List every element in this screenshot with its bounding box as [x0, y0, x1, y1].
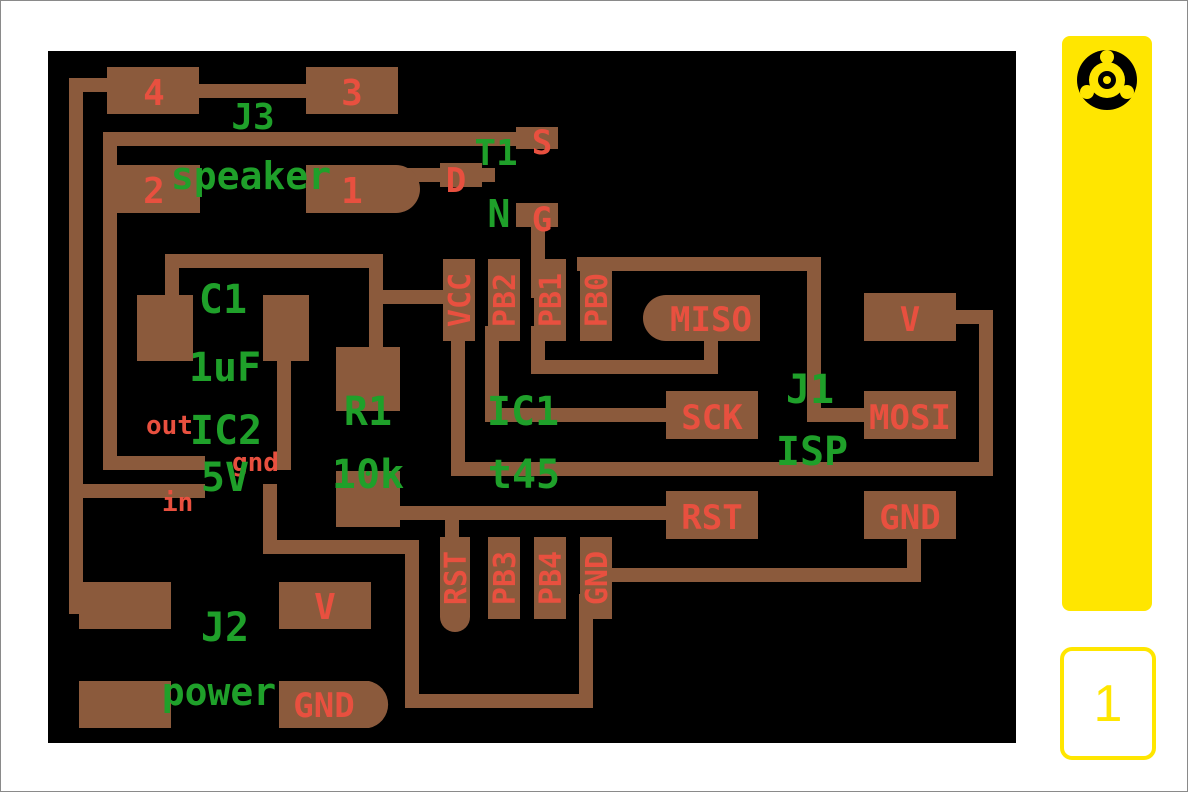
pad-label-ic1-pb4: PB4: [534, 551, 569, 605]
trace-t1-source-rail: [103, 132, 545, 470]
pad-label-ic2-in: in: [162, 488, 193, 518]
pad-j2-gnd: [279, 681, 389, 728]
pad-label-t1-d: D: [446, 161, 466, 201]
pad-ic1-rst: [440, 537, 470, 632]
pad-ic1-pb0: [580, 259, 612, 341]
pad-label-ic2-out: out: [146, 411, 193, 441]
pad-ic1-gnd: [580, 537, 612, 619]
pad-isp-gnd: [864, 491, 956, 539]
pad-r1-top: [336, 347, 400, 411]
pad-c1-left: [137, 295, 193, 361]
pad-label-ic1-pb3: PB3: [488, 551, 523, 605]
pad-label-isp-sck: SCK: [681, 398, 743, 438]
pad-t1-drain: [440, 163, 482, 187]
trace-ground-loop: [263, 484, 593, 708]
trace-pb2-to-sck: [485, 326, 675, 422]
pad-label-j3-1: 1: [341, 171, 363, 212]
label-j1: J1: [786, 367, 834, 413]
label-isp: ISP: [776, 429, 848, 475]
pad-label-ic1-pb2: PB2: [488, 273, 523, 327]
pad-ic1-pb4: [534, 537, 566, 619]
pad-label-j3-4: 4: [143, 73, 165, 114]
trace-c1-loop: [165, 254, 383, 368]
layer-number-button[interactable]: 1: [1060, 647, 1156, 760]
pad-ic1-pb3: [488, 537, 520, 619]
pad-label-isp-v: V: [900, 300, 920, 340]
trace-pb0-to-mosi: [577, 257, 875, 422]
pad-label-j2-gnd: GND: [293, 686, 354, 726]
label-ic2-value: 5V: [201, 455, 249, 501]
pad-isp-miso: [643, 295, 760, 341]
pad-label-ic2-gnd: gnd: [232, 448, 279, 478]
label-power: power: [162, 670, 276, 714]
pad-j3-2: [112, 165, 200, 213]
label-j2: J2: [201, 605, 249, 651]
trace-pb1-to-miso: [531, 319, 718, 374]
pad-r1-bottom: [336, 471, 400, 527]
copper-pads: [79, 67, 956, 728]
label-r1-value: 10k: [332, 452, 404, 498]
pad-label-t1-g: G: [532, 200, 552, 240]
trace-ic1-gnd-to-isp-gnd: [587, 534, 921, 582]
pcb-layout: 4 3 2 1 S D G VCC PB2 PB1 PB0 RST PB3 PB…: [69, 67, 993, 728]
label-n: N: [488, 192, 511, 236]
pad-isp-v: [864, 293, 956, 341]
pad-j2-2: [79, 681, 171, 728]
label-ic2: IC2: [190, 408, 262, 454]
pad-j2-v: [279, 582, 371, 629]
pad-isp-sck: [666, 391, 758, 439]
pad-label-isp-gnd: GND: [879, 498, 940, 538]
pad-label-ic1-gnd: GND: [580, 551, 615, 605]
pad-j3-3: [306, 67, 398, 114]
pad-label-isp-rst: RST: [681, 498, 742, 538]
pad-label-isp-miso: MISO: [670, 300, 752, 340]
label-t1: T1: [474, 133, 517, 174]
layer-number: 1: [1093, 674, 1123, 733]
pad-label-ic1-rst: RST: [439, 551, 474, 605]
pad-ic1-pb1: [534, 259, 566, 341]
pad-j3-4: [107, 67, 199, 114]
pad-label-t1-s: S: [532, 123, 552, 163]
label-c1-value: 1uF: [189, 345, 261, 391]
pcb-board: 4 3 2 1 S D G VCC PB2 PB1 PB0 RST PB3 PB…: [48, 51, 1016, 743]
pad-label-ic1-vcc: VCC: [443, 273, 478, 327]
pad-isp-rst: [666, 491, 758, 539]
pad-label-ic1-pb1: PB1: [534, 273, 569, 327]
pad-isp-mosi: [864, 391, 956, 439]
pad-label-j3-3: 3: [341, 73, 363, 114]
pad-label-layer: 4 3 2 1 S D G VCC PB2 PB1 PB0 RST PB3 PB…: [143, 73, 951, 726]
pad-j3-1: [306, 165, 420, 213]
layer-sidebar: [1062, 36, 1152, 611]
pad-t1-gate: [516, 203, 558, 227]
label-ic1: IC1: [487, 389, 559, 435]
pad-j2-1: [79, 582, 171, 629]
label-c1: C1: [199, 277, 247, 323]
label-j3: J3: [231, 97, 274, 138]
label-r1: R1: [344, 389, 392, 435]
component-label-layer: J3 speaker T1 N C1 1uF IC2 5V R1 10k IC1…: [162, 97, 848, 714]
pad-ic1-vcc: [443, 259, 475, 341]
trace-vcc-to-isp-v: [451, 310, 993, 476]
pad-label-j3-2: 2: [143, 171, 165, 212]
pad-label-isp-mosi: MOSI: [869, 398, 951, 438]
pad-ic1-pb2: [488, 259, 520, 341]
pad-label-ic1-pb0: PB0: [580, 273, 615, 327]
label-ic1-value: t45: [488, 452, 560, 498]
label-speaker: speaker: [171, 154, 331, 198]
fab-logo-icon[interactable]: [1075, 48, 1139, 112]
pad-c1-right: [263, 295, 309, 361]
pad-label-j2-v: V: [314, 587, 336, 628]
pad-t1-source: [516, 127, 558, 149]
